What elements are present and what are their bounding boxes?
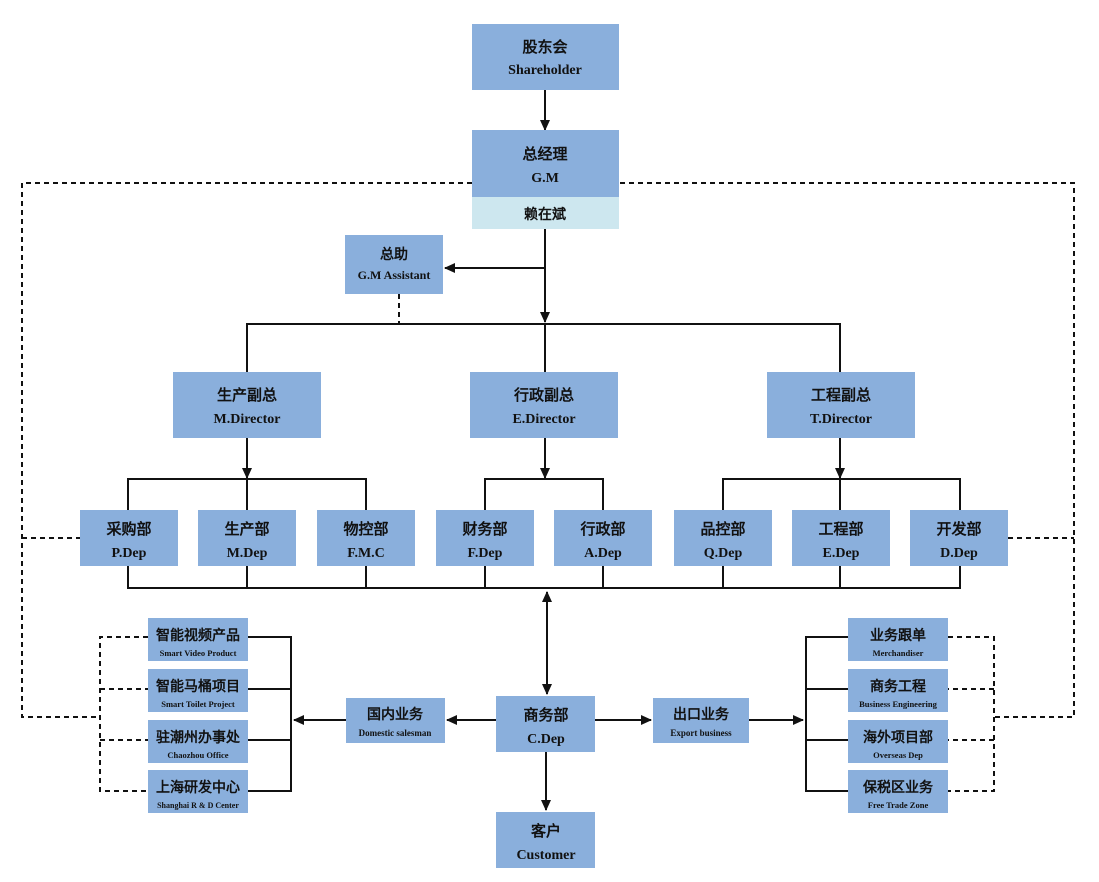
node-label-en: Chaozhou Office [167, 750, 228, 760]
node-label-cn: 出口业务 [673, 706, 730, 723]
node-business-engineering: 商务工程 Business Engineering [848, 669, 948, 712]
node-label-cn: 业务跟单 [870, 627, 926, 644]
node-label-cn: 海外项目部 [863, 729, 933, 746]
node-label-en: M.Dep [227, 546, 268, 561]
node-label-cn: 商务工程 [870, 678, 926, 695]
node-label-en: F.Dep [468, 546, 503, 561]
node-label-en: C.Dep [527, 732, 565, 747]
node-label-cn: 股东会 [522, 38, 567, 56]
node-label-cn: 工程部 [818, 520, 863, 538]
node-fmc-dep: 物控部 F.M.C [317, 510, 415, 566]
node-f-dep: 财务部 F.Dep [436, 510, 534, 566]
node-label-en: Shanghai R & D Center [157, 801, 239, 810]
node-label-cn: 保税区业务 [862, 779, 934, 796]
node-label-en: Overseas Dep [873, 750, 923, 760]
node-d-dep: 开发部 D.Dep [910, 510, 1008, 566]
connector-e-dept-bus [484, 478, 604, 510]
connector-director-bus [246, 323, 841, 372]
node-gm-assistant: 总助 G.M Assistant [345, 235, 443, 294]
node-label-cn: 行政副总 [513, 386, 574, 404]
node-label-cn: 国内业务 [367, 706, 424, 723]
connector-right-bracket [805, 636, 848, 792]
node-label-cn: 工程副总 [811, 386, 871, 404]
node-label-en: G.M Assistant [358, 268, 431, 282]
node-label-en: D.Dep [940, 546, 978, 561]
node-label-cn: 品控部 [700, 520, 745, 538]
node-label-en: G.M [531, 171, 559, 186]
node-label-cn: 智能视频产品 [155, 627, 240, 644]
node-m-director: 生产副总 M.Director [173, 372, 321, 438]
node-label-cn: 采购部 [105, 520, 151, 538]
node-label-en: Q.Dep [704, 546, 743, 561]
node-label-en: Free Trade Zone [868, 800, 929, 810]
node-shanghai: 上海研发中心 Shanghai R & D Center [148, 770, 248, 813]
node-label-en: E.Director [512, 412, 575, 427]
node-label-cn: 总经理 [522, 145, 567, 163]
node-label-cn: 商务部 [523, 706, 568, 724]
node-merchandiser: 业务跟单 Merchandiser [848, 618, 948, 661]
node-label-en: Smart Video Product [160, 648, 237, 658]
node-label-en: Business Engineering [859, 699, 937, 709]
node-shareholder: 股东会 Shareholder [472, 24, 619, 90]
node-label-cn: 物控部 [343, 520, 388, 538]
node-smart-toilet: 智能马桶项目 Smart Toilet Project [148, 669, 248, 712]
connector-left-bracket [248, 636, 292, 792]
node-label-en: Export business [670, 728, 732, 738]
node-export: 出口业务 Export business [653, 698, 749, 743]
node-t-director: 工程副总 T.Director [767, 372, 915, 438]
node-e-dep: 工程部 E.Dep [792, 510, 890, 566]
node-label-cn: 生产部 [224, 520, 269, 538]
node-chaozhou: 驻潮州办事处 Chaozhou Office [148, 720, 248, 763]
node-domestic: 国内业务 Domestic salesman [346, 698, 445, 743]
connectors [21, 90, 1075, 811]
node-label-en: T.Director [810, 412, 872, 427]
node-label-cn: 开发部 [936, 520, 981, 538]
node-label-en: E.Dep [823, 546, 860, 561]
connector-left-dashed-bracket [99, 636, 148, 792]
node-m-dep: 生产部 M.Dep [198, 510, 296, 566]
node-label-cn: 客户 [530, 822, 561, 840]
node-label-cn: 总助 [380, 246, 408, 263]
connector-outer-dashed-right [620, 182, 1075, 718]
gm-person-name: 赖在斌 [524, 206, 566, 223]
node-label-cn: 上海研发中心 [156, 779, 240, 796]
node-smart-video: 智能视频产品 Smart Video Product [148, 618, 248, 661]
node-c-dep: 商务部 C.Dep [496, 696, 595, 752]
node-e-director: 行政副总 E.Director [470, 372, 618, 438]
connector-t-dept-bus [722, 478, 961, 510]
node-label-cn: 智能马桶项目 [155, 678, 240, 695]
node-label-cn: 行政部 [579, 520, 625, 538]
connector-m-dept-bus [127, 478, 367, 510]
node-label-en: Smart Toilet Project [161, 699, 235, 709]
node-label-cn: 财务部 [462, 520, 507, 538]
node-label-en: Domestic salesman [359, 728, 432, 738]
node-label-en: Customer [516, 848, 575, 863]
node-label-cn: 驻潮州办事处 [156, 729, 241, 746]
connector-dept-bottom-bus [127, 566, 961, 589]
node-q-dep: 品控部 Q.Dep [674, 510, 772, 566]
node-p-dep: 采购部 P.Dep [80, 510, 178, 566]
node-customer: 客户 Customer [496, 812, 595, 868]
node-overseas: 海外项目部 Overseas Dep [848, 720, 948, 763]
node-label-en: F.M.C [347, 546, 385, 561]
node-label-en: M.Director [214, 412, 281, 427]
node-gm: 总经理 G.M 赖在斌 [472, 130, 619, 229]
node-label-en: A.Dep [584, 546, 622, 561]
node-free-trade-zone: 保税区业务 Free Trade Zone [848, 770, 948, 813]
node-label-cn: 生产副总 [217, 386, 277, 404]
node-a-dep: 行政部 A.Dep [554, 510, 652, 566]
node-label-en: Shareholder [508, 63, 582, 78]
connector-outer-dashed-left [21, 182, 472, 718]
node-label-en: P.Dep [112, 546, 147, 561]
node-label-en: Merchandiser [873, 648, 924, 658]
connector-right-dashed-bracket [948, 636, 995, 792]
